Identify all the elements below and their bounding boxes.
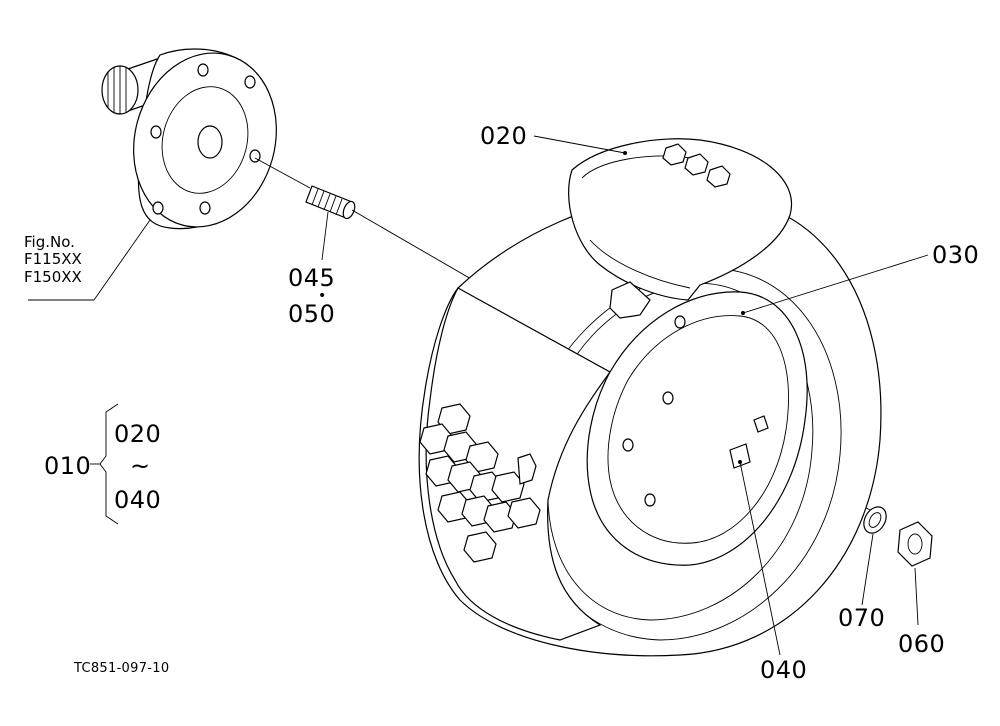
part-label-060[interactable]: 060 (898, 630, 946, 658)
spring-washer (863, 506, 887, 534)
tire-section (568, 138, 793, 319)
range-start-label: 020 (114, 420, 162, 448)
hex-nut (897, 521, 933, 567)
figure-number: F150XX (24, 267, 82, 286)
figure-reference: Fig.No. F115XX F150XX (24, 233, 82, 286)
range-end-label: 040 (114, 486, 162, 514)
part-label-020[interactable]: 020 (480, 122, 528, 150)
tread-blocks (419, 403, 541, 563)
part-label-045[interactable]: 045 (288, 264, 336, 292)
range-bracket (90, 403, 119, 525)
part-label-070[interactable]: 070 (838, 604, 886, 632)
part-label-010[interactable]: 010 (44, 452, 92, 480)
wheel-rim (586, 291, 808, 566)
part-separator-dot: • (318, 288, 327, 304)
drawing-code: TC851-097-10 (74, 661, 170, 676)
stud-bolt (305, 185, 356, 220)
hub-flange (101, 48, 277, 230)
part-label-040[interactable]: 040 (760, 656, 808, 684)
range-symbol: ~ (130, 452, 151, 480)
part-label-030[interactable]: 030 (932, 241, 980, 269)
leader-lines (28, 135, 929, 656)
valve (729, 415, 769, 469)
figure-label: Fig.No. (24, 233, 75, 251)
figure-number: F115XX (24, 250, 82, 269)
part-label-050[interactable]: 050 (288, 300, 336, 328)
